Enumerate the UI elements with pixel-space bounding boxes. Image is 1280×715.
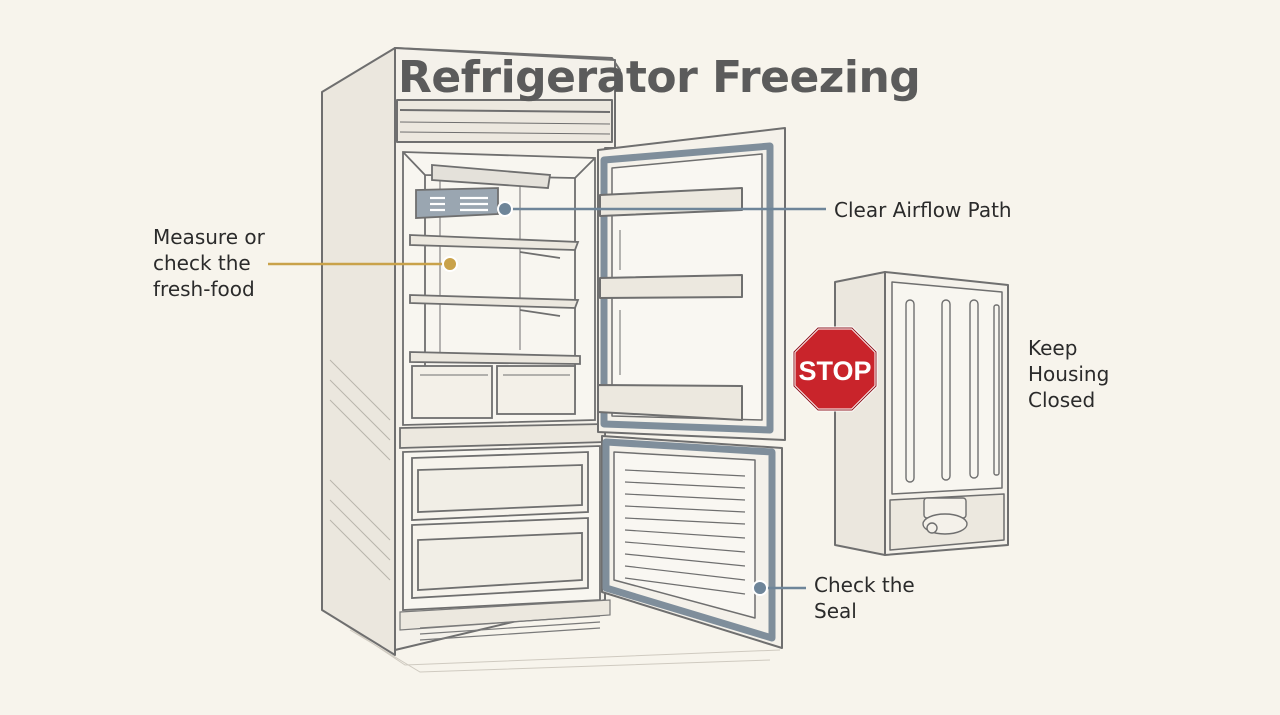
callout-housing-line: Keep	[1028, 336, 1078, 360]
leader-measure	[268, 256, 458, 272]
floor-shading	[329, 614, 781, 673]
compressor	[922, 497, 968, 535]
bottom-grille	[399, 599, 611, 641]
callout-housing-line: Housing	[1028, 362, 1110, 386]
callout-seal-line: Seal	[814, 599, 857, 623]
leader-seal	[752, 580, 806, 596]
stop-sign-text: STOP	[798, 356, 871, 386]
fresh-food-compartment	[402, 151, 596, 426]
callout-measure-line: Measure or	[153, 225, 265, 249]
freezer-door	[601, 435, 783, 649]
fresh-food-door	[597, 127, 786, 441]
leader-airflow	[497, 201, 826, 217]
callout-seal: Check the Seal	[814, 572, 915, 624]
callout-measure-line: fresh-food	[153, 277, 255, 301]
callout-airflow-line: Clear Airflow Path	[834, 198, 1012, 222]
callout-housing-line: Closed	[1028, 388, 1096, 412]
air-vent-unit	[415, 164, 552, 219]
rear-housing-panel	[834, 271, 1009, 556]
stop-sign: STOP	[792, 326, 878, 412]
side-hatching	[329, 359, 391, 581]
callout-measure-line: check the	[153, 251, 251, 275]
freezer-compartment	[402, 445, 601, 611]
callout-seal-line: Check the	[814, 573, 915, 597]
callout-airflow: Clear Airflow Path	[834, 197, 1012, 223]
diagram-title: Refrigerator Freezing	[398, 52, 921, 103]
callout-measure: Measure or check the fresh-food	[153, 224, 265, 302]
callout-housing: Keep Housing Closed	[1028, 335, 1109, 413]
